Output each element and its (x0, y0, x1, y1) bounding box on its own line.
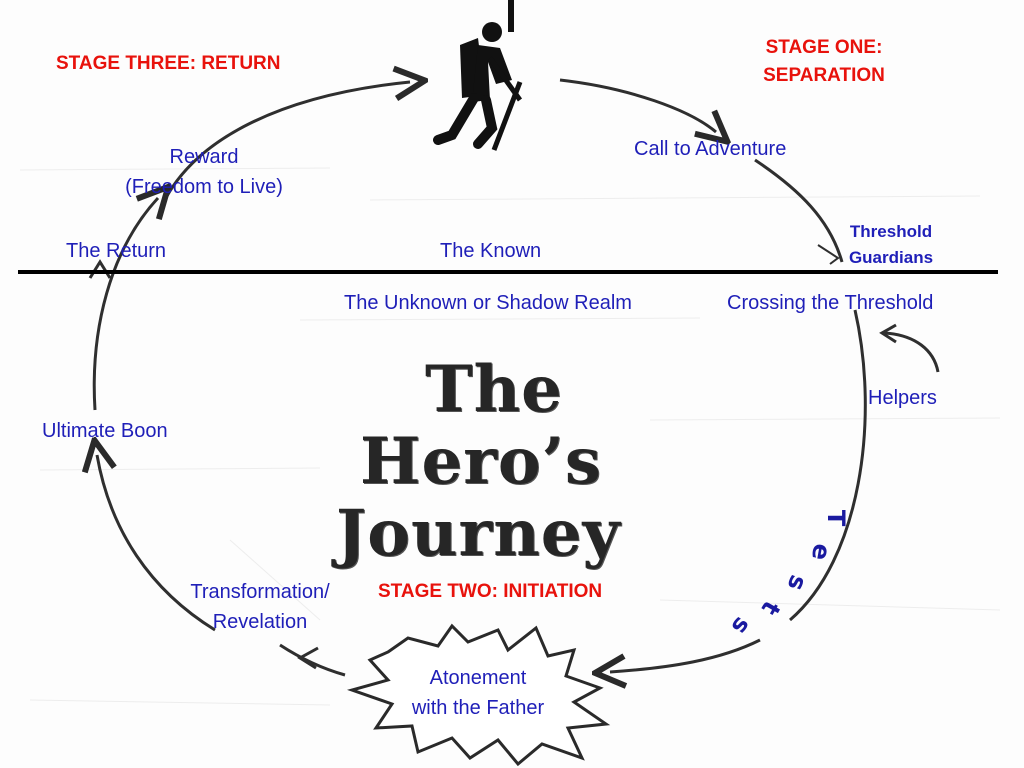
helpers-label: Helpers (868, 387, 937, 409)
journey-circle (92, 78, 867, 677)
arc-top-left (158, 82, 410, 211)
transformation-label: Transformation/ Revelation (160, 577, 360, 637)
helpers-arrowhead (879, 323, 897, 344)
title-line-3: Journey (336, 496, 621, 571)
arc-bottom-right (610, 638, 761, 672)
tests-letter-1: T (822, 509, 851, 527)
atonement-label: Atonement with the Father (388, 663, 568, 723)
stage-one-label: STAGE ONE: SEPARATION (744, 34, 904, 90)
stage-three-label: STAGE THREE: RETURN (56, 53, 281, 74)
threshold-guardians-line-1: Threshold (849, 222, 933, 241)
stage-one-line-2: SEPARATION (763, 65, 885, 86)
reward-line-2: (Freedom to Live) (125, 176, 283, 198)
starburst-icon (346, 623, 611, 767)
reward-line-1: Reward (169, 146, 239, 168)
arc-bottom-left (279, 643, 346, 677)
atonement-line-2: with the Father (411, 697, 545, 719)
hiker-icon (433, 0, 523, 151)
the-unknown-label: The Unknown or Shadow Realm (344, 292, 632, 314)
title-line-1: The (425, 352, 563, 427)
helpers-arrow-icon (884, 331, 940, 373)
the-known-label: The Known (440, 240, 542, 262)
arc-left-upper (92, 198, 158, 411)
call-to-adventure-label: Call to Adventure (634, 138, 787, 160)
transformation-line-2: Revelation (212, 611, 308, 633)
transformation-line-1: Transformation/ (190, 581, 330, 603)
threshold-guardians-line-2: Guardians (848, 248, 934, 267)
arc-left-lower (97, 455, 216, 632)
stage-one-line-1: STAGE ONE: (765, 37, 883, 58)
arrow-bottom-left (297, 646, 319, 670)
stage-two-label: STAGE TWO: INITIATION (378, 581, 603, 602)
arc-right (789, 309, 867, 622)
arc-right-upper (754, 158, 844, 263)
guardian-arrow-icon (817, 244, 840, 265)
arc-top-right (559, 78, 716, 132)
reward-label: Reward (Freedom to Live) (104, 142, 304, 202)
atonement-line-1: Atonement (429, 667, 527, 689)
threshold-guardians-label: Threshold Guardians (836, 219, 946, 271)
crossing-threshold-label: Crossing the Threshold (727, 292, 934, 314)
title-line-2: Hero’s (360, 424, 602, 499)
the-return-label: The Return (66, 240, 167, 262)
ultimate-boon-label: Ultimate Boon (42, 420, 168, 442)
